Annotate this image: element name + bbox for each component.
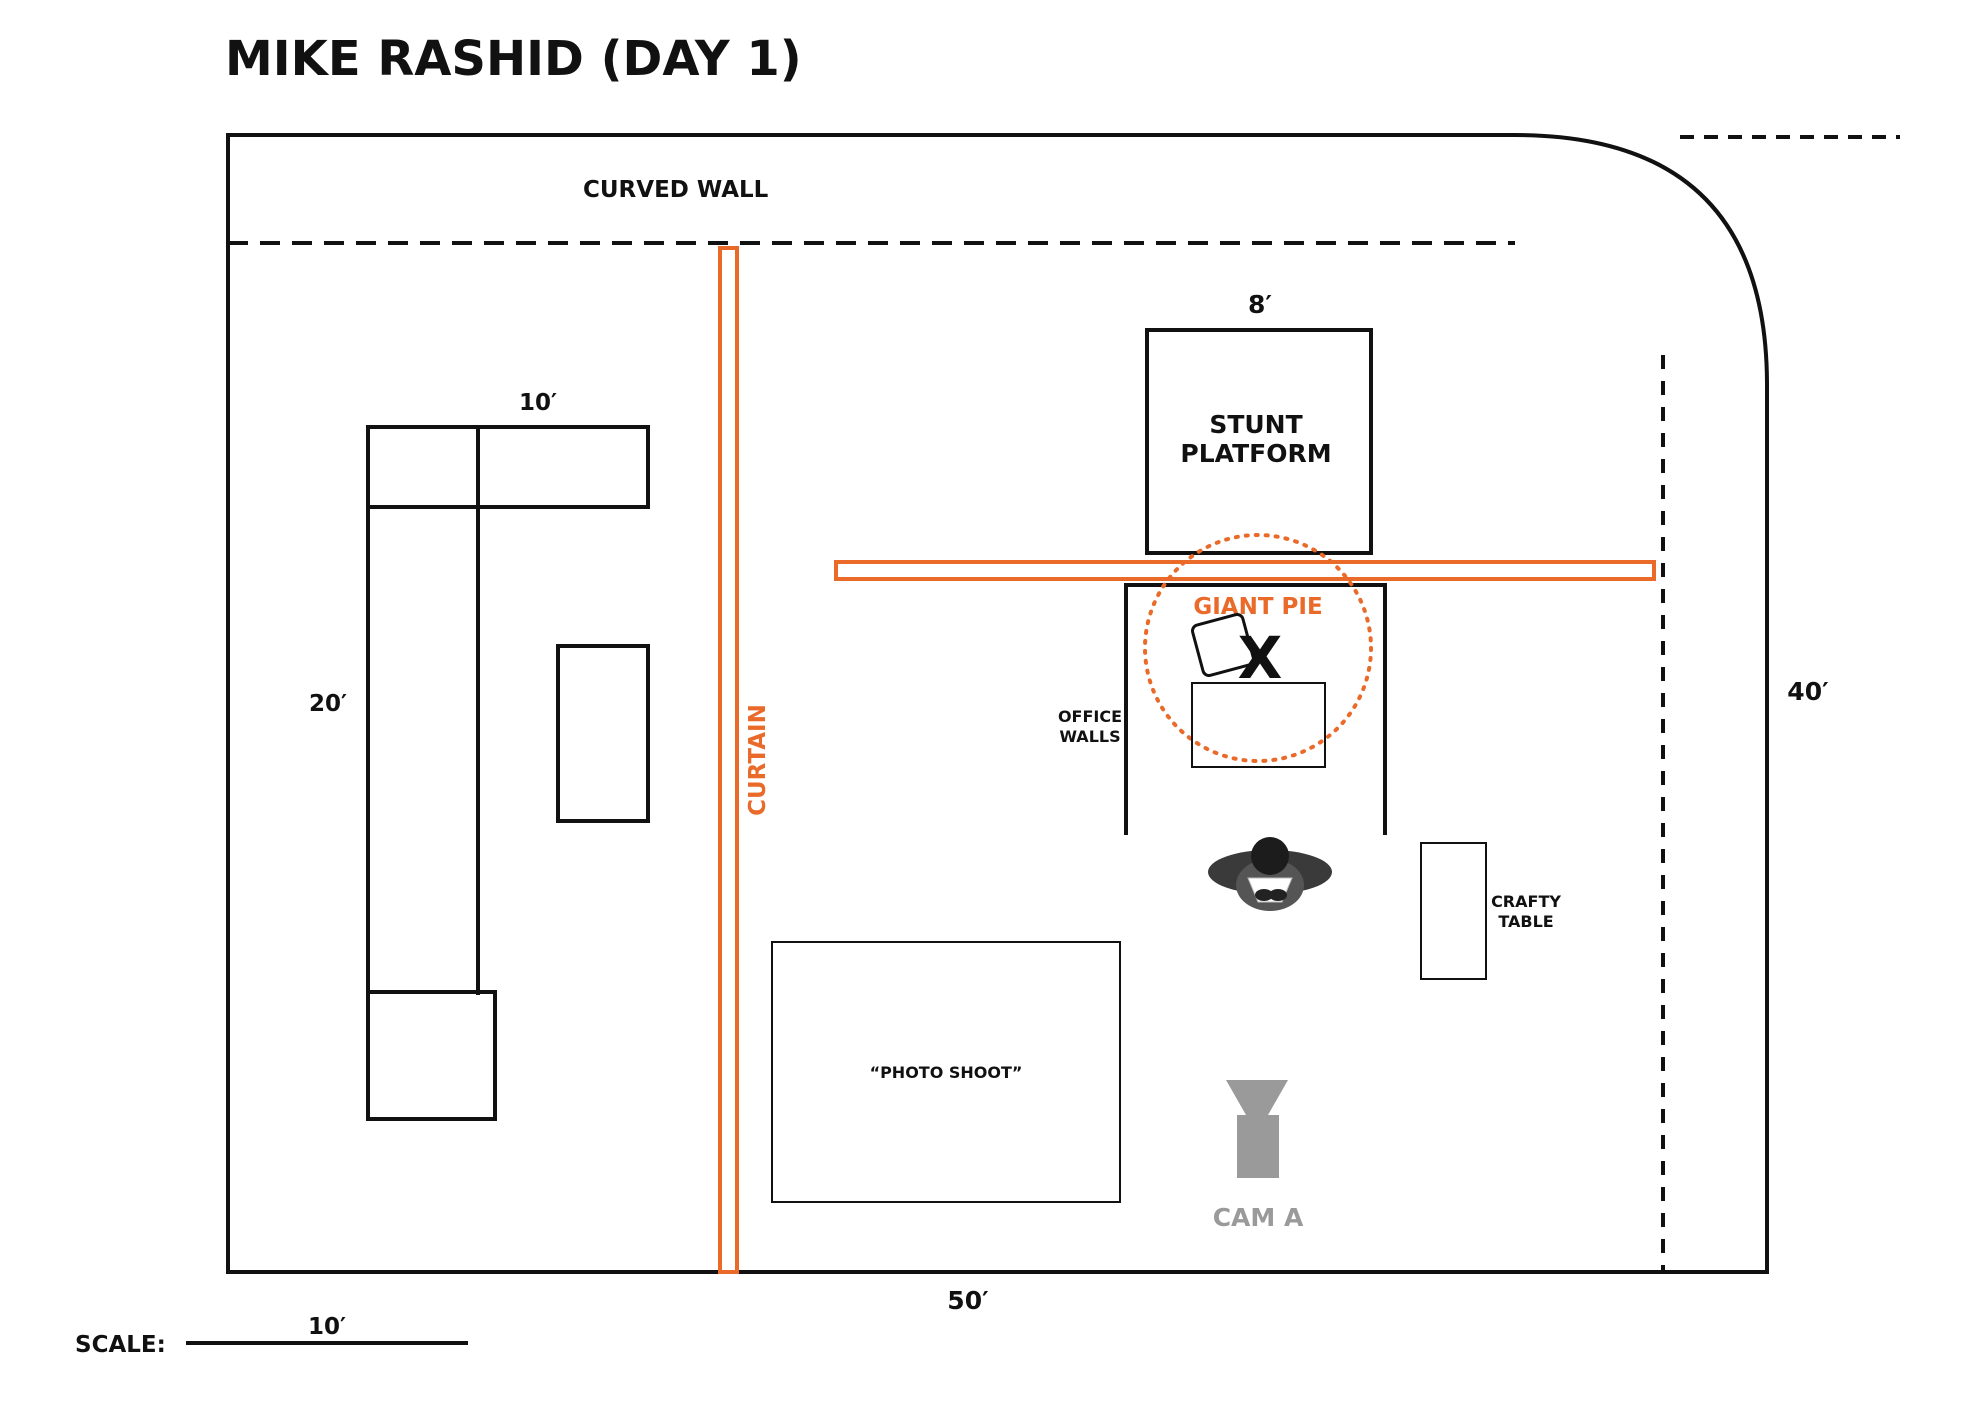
scale-label: SCALE: [75,1332,166,1358]
office-walls-label-line1: OFFICE [1058,707,1122,726]
dim-50-label: 50′ [947,1286,988,1315]
crafty-table-label-line2: TABLE [1498,912,1553,931]
giant-pie-circle [1143,533,1373,763]
camera-icon [1226,1080,1288,1178]
small-table [556,644,650,823]
photo-shoot-area [771,941,1121,1203]
curved-wall-label: CURVED WALL [583,177,769,203]
crafty-table [1420,842,1487,980]
cam-a-label: CAM A [1213,1203,1304,1232]
platform-width-label: 8′ [1248,290,1272,319]
dim-10-label: 10′ [519,390,557,416]
office-walls [1124,583,1387,835]
person-top-view-icon [1208,837,1332,911]
chair [1191,613,1255,677]
dim-40-label: 40′ [1787,677,1828,706]
curtain-label: CURTAIN [745,704,771,816]
desk [1191,682,1326,768]
curtain [718,246,739,1274]
dim-20-label: 20′ [309,691,347,717]
stunt-platform-label-line2: PLATFORM [1180,439,1331,468]
x-mark: X [1238,624,1283,692]
l-shaped-set [366,425,650,1121]
scale-value: 10′ [308,1314,346,1340]
giant-pie-label: GIANT PIE [1193,594,1322,620]
office-walls-label-line2: WALLS [1059,727,1120,746]
stunt-platform [1145,328,1373,555]
stunt-platform-label-line1: STUNT [1209,410,1302,439]
room-outline [226,133,1769,1274]
crafty-table-label-line1: CRAFTY [1491,892,1561,911]
page-title: MIKE RASHID (DAY 1) [225,31,802,87]
photo-shoot-label: “PHOTO SHOOT” [870,1063,1023,1082]
orange-beam [834,560,1656,581]
